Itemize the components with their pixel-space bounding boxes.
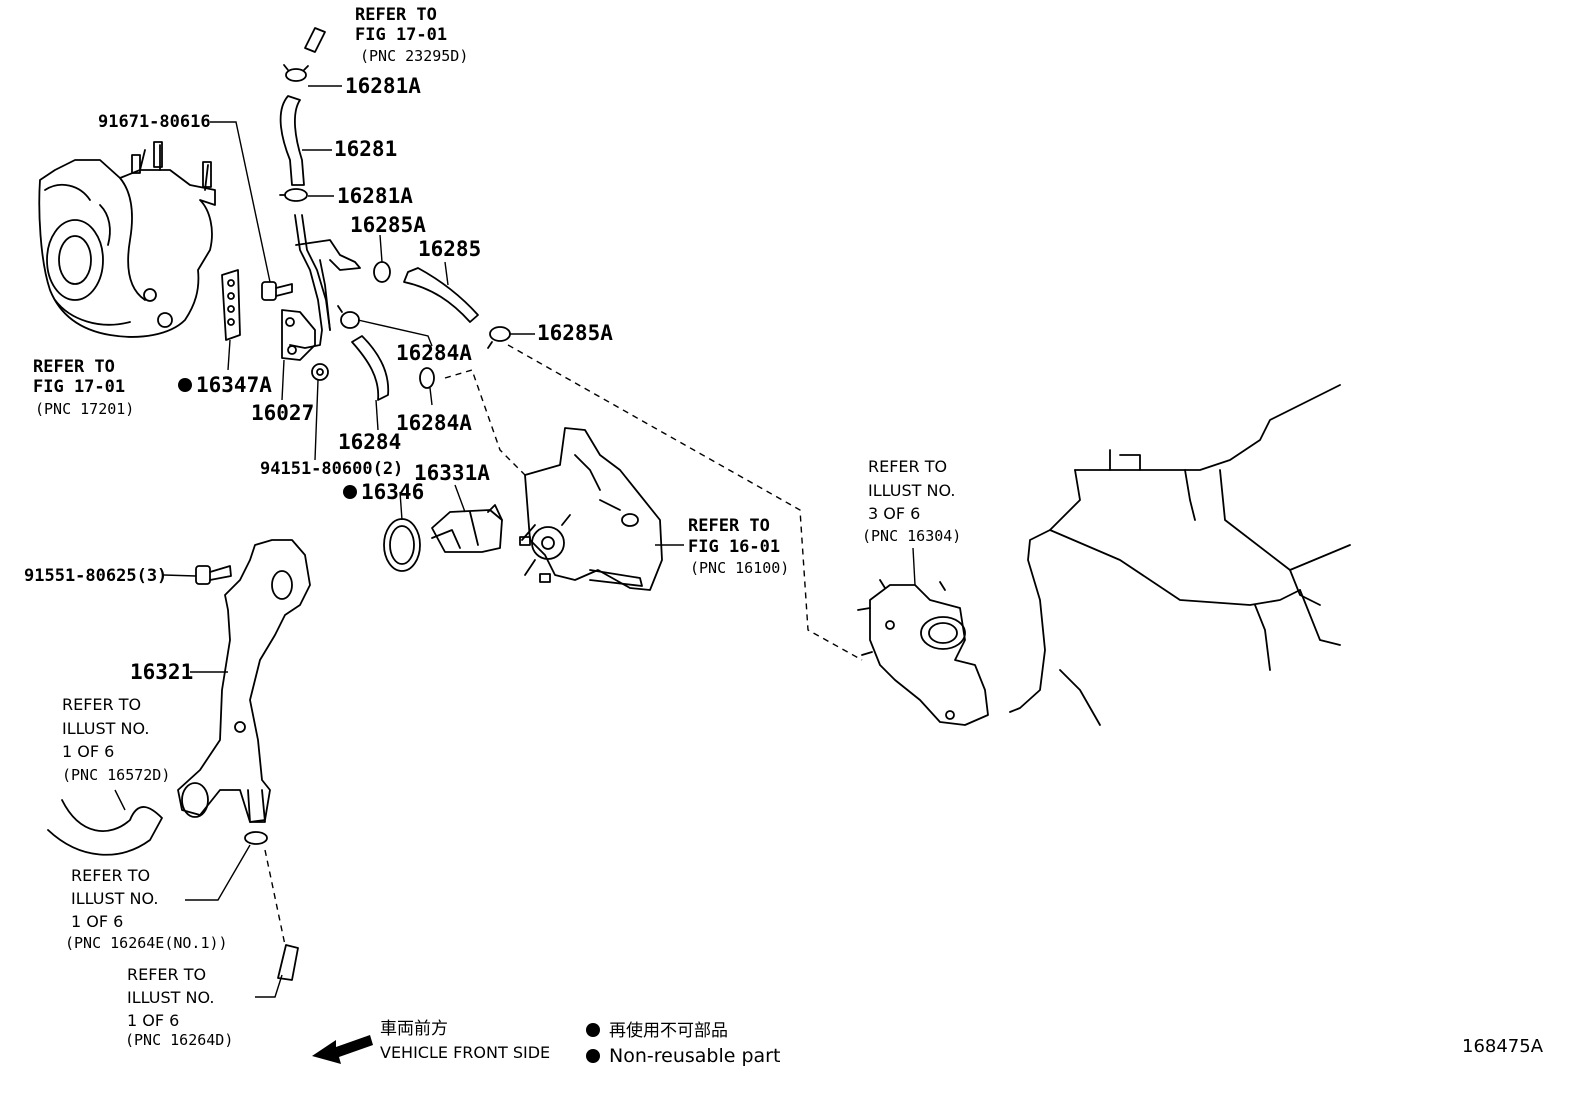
ref-fig1601-line2: FIG 16-01: [688, 537, 780, 557]
leader-lines: [114, 85, 916, 998]
water-outlet-housing: [857, 579, 989, 726]
bolt-91671: [261, 281, 293, 301]
hose-clamp-16281a-mid: [279, 188, 308, 202]
hose-clamp-16285a-right: [487, 326, 511, 349]
gasket-ring-16346: [383, 518, 421, 572]
water-hose-16285: [403, 267, 479, 323]
nonreuse-bullet-icon: [586, 1049, 600, 1063]
ref-16264e-line1: REFER TO: [71, 866, 150, 885]
ref-3of6-line2: ILLUST NO.: [868, 481, 955, 500]
part-number-16281: 16281: [334, 137, 397, 161]
part-number-16346: 16346: [361, 480, 424, 504]
part-number-16281a-mid: 16281A: [337, 184, 413, 208]
hose-clamp-16285a-upper: [373, 261, 391, 283]
ref-fig1701-top-line2: FIG 17-01: [355, 25, 447, 45]
ref-16264e-line4: (PNC 16264E(NO.1)): [65, 934, 228, 952]
part-number-16027: 16027: [251, 401, 314, 425]
ref-16264d-line1: REFER TO: [127, 965, 206, 984]
part-number-16321: 16321: [130, 660, 193, 684]
ref-16572d-line1: REFER TO: [62, 695, 141, 714]
radiator-hose-16572d: [47, 799, 163, 856]
legend-front-en: VEHICLE FRONT SIDE: [380, 1043, 550, 1062]
ref-fig1701-left-line3: (PNC 17201): [35, 400, 134, 418]
part-number-94151: 94151-80600(2): [260, 459, 403, 479]
ref-16264d-line4: (PNC 16264D): [125, 1031, 233, 1049]
dashed-connection-lines: [264, 344, 863, 946]
hose-clamp-16284a-upper: [337, 305, 360, 329]
water-inlet-16321: [177, 539, 311, 823]
ref-16264d-line2: ILLUST NO.: [127, 988, 214, 1007]
part-number-16284a-lower: 16284A: [396, 411, 472, 435]
hose-clamp-16281a-top: [283, 64, 309, 82]
ref-fig1701-left-line1: REFER TO: [33, 357, 115, 377]
ref-16572d-line2: ILLUST NO.: [62, 719, 149, 738]
nonreuse-marker-16346: [343, 485, 357, 499]
legend-nonreuse-jp: 再使用不可部品: [609, 1020, 728, 1041]
ref-16264e-line2: ILLUST NO.: [71, 889, 158, 908]
water-pump-illustration: [519, 427, 663, 591]
part-number-16284: 16284: [338, 430, 401, 454]
part-number-16284a-upper: 16284A: [396, 341, 472, 365]
ref-3of6-line3: 3 OF 6: [868, 504, 920, 523]
hose-stub-16264d: [277, 944, 299, 981]
part-number-16331a: 16331A: [414, 461, 490, 485]
hose-clamp-16284a-lower: [419, 367, 435, 389]
legend-nonreuse-en: Non-reusable part: [609, 1045, 780, 1067]
legend: 車両前方 VEHICLE FRONT SIDE 再使用不可部品 Non-reus…: [312, 1019, 780, 1067]
hose-clamp-16264e: [244, 831, 268, 845]
ref-16572d-line3: 1 OF 6: [62, 742, 114, 761]
ref-3of6-line4: (PNC 16304): [862, 527, 961, 545]
water-hose-16284: [351, 335, 390, 401]
water-hose-16281: [279, 95, 305, 186]
bolt-91551: [195, 565, 232, 585]
part-number-16285a-right: 16285A: [537, 321, 613, 345]
part-number-16347a: 16347A: [196, 373, 272, 397]
illustration-id: 168475A: [1462, 1036, 1544, 1057]
nut-94151: [311, 363, 329, 381]
nonreuse-bullet-icon: [586, 1023, 600, 1037]
ref-fig1601-line1: REFER TO: [688, 516, 770, 536]
turbocharger-illustration: [38, 141, 216, 338]
thermostat-16331a: [431, 504, 503, 553]
engine-block-outline: [1009, 384, 1351, 726]
ref-fig1701-left-line2: FIG 17-01: [33, 377, 125, 397]
water-bypass-pipe-16027: [281, 214, 361, 361]
ref-16264e-line3: 1 OF 6: [71, 912, 123, 931]
legend-front-jp: 車両前方: [380, 1019, 448, 1039]
gasket-16347a: [221, 269, 241, 341]
part-number-91551: 91551-80625(3): [24, 566, 167, 586]
ref-16264d-line3: 1 OF 6: [127, 1011, 179, 1030]
vehicle-front-arrow-icon: [312, 1035, 373, 1064]
pipe-stub-top: [304, 27, 326, 53]
part-number-16285a-upper: 16285A: [350, 213, 426, 237]
ref-fig1601-line3: (PNC 16100): [690, 559, 789, 577]
ref-3of6-line1: REFER TO: [868, 457, 947, 476]
part-number-16285: 16285: [418, 237, 481, 261]
nonreuse-marker-16347a: [178, 378, 192, 392]
part-number-91671: 91671-80616: [98, 112, 211, 132]
ref-16572d-line4: (PNC 16572D): [62, 766, 170, 784]
ref-fig1701-top-line1: REFER TO: [355, 5, 437, 25]
ref-fig1701-top-line3: (PNC 23295D): [360, 47, 468, 65]
part-number-16281a-top: 16281A: [345, 74, 421, 98]
